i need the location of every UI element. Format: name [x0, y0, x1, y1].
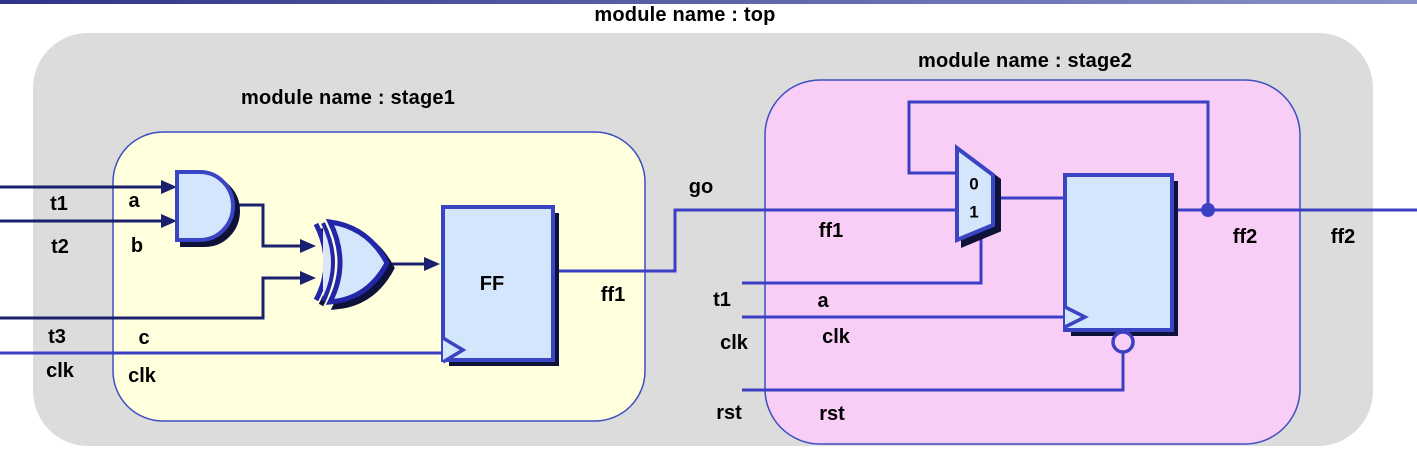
- pin-label-b: b: [130, 235, 144, 257]
- net-label-ff2-top: ff2: [1330, 226, 1356, 248]
- xor-inner-arc: [321, 222, 335, 302]
- xor-gate: [313, 218, 395, 310]
- xor-body: [325, 218, 390, 305]
- arrowhead-t2: [161, 214, 177, 228]
- stage1-module-title: module name : stage1: [240, 87, 456, 109]
- wire-ff1-go: [553, 208, 957, 273]
- pin-label-c: c: [138, 327, 150, 349]
- wire-and-to-xor: [229, 203, 302, 248]
- pin-label-ff1-stage2: ff1: [818, 220, 844, 242]
- top-module-title: module name : top: [594, 4, 776, 26]
- ff1-gate-label: FF: [479, 273, 505, 295]
- port-label-t1-stage2: t1: [713, 289, 731, 311]
- port-label-rst-stage2: rst: [716, 402, 742, 424]
- net-label-go: go: [688, 176, 714, 198]
- pin-label-a-stage2: a: [817, 290, 829, 312]
- arrowhead-xor-ff: [424, 257, 440, 271]
- arrowhead-and-xor: [300, 239, 316, 253]
- port-label-clk-stage2: clk: [720, 332, 748, 354]
- arrowhead-c-xor: [300, 271, 316, 285]
- mux-input0-label: 0: [969, 174, 979, 194]
- ff1-body: [441, 205, 555, 362]
- port-label-t3: t3: [48, 326, 66, 348]
- pin-label-ff1-stage1: ff1: [600, 284, 626, 306]
- ff1-clock-triangle: [442, 336, 467, 364]
- wire-t3-c-stage1: [0, 276, 302, 320]
- junction-dot: [1201, 203, 1215, 217]
- mux: [955, 144, 1001, 248]
- ff2-clock-triangle: [1064, 305, 1089, 329]
- and-gate-body: [175, 170, 235, 242]
- port-label-t2: t2: [51, 236, 69, 258]
- ff2-reset-bubble: [1111, 330, 1135, 354]
- pin-label-clk-stage1: clk: [128, 365, 156, 387]
- port-label-clk: clk: [46, 360, 74, 382]
- pin-label-a: a: [128, 190, 140, 212]
- ff1-flipflop: [441, 205, 559, 366]
- wire-rst-stage2: [742, 352, 1125, 392]
- and-gate: [175, 170, 240, 247]
- top-accent-bar: [0, 0, 1417, 4]
- pin-label-clk-stage2: clk: [822, 326, 850, 348]
- arrowhead-t1: [161, 180, 177, 194]
- wire-t1-a-stage2: [742, 236, 983, 285]
- stage2-module-title: module name : stage2: [917, 50, 1133, 72]
- mux-input1-label: 1: [969, 202, 979, 222]
- wire-ff2-feedback: [907, 100, 1210, 210]
- stage2-module-box: [764, 79, 1301, 445]
- ff2-body: [1063, 173, 1174, 332]
- ff2-flipflop: [1063, 173, 1178, 354]
- mux-body: [955, 144, 995, 243]
- port-label-t1: t1: [50, 193, 68, 215]
- pin-label-rst-stage2: rst: [819, 403, 845, 425]
- pin-label-ff2-stage2: ff2: [1232, 226, 1258, 248]
